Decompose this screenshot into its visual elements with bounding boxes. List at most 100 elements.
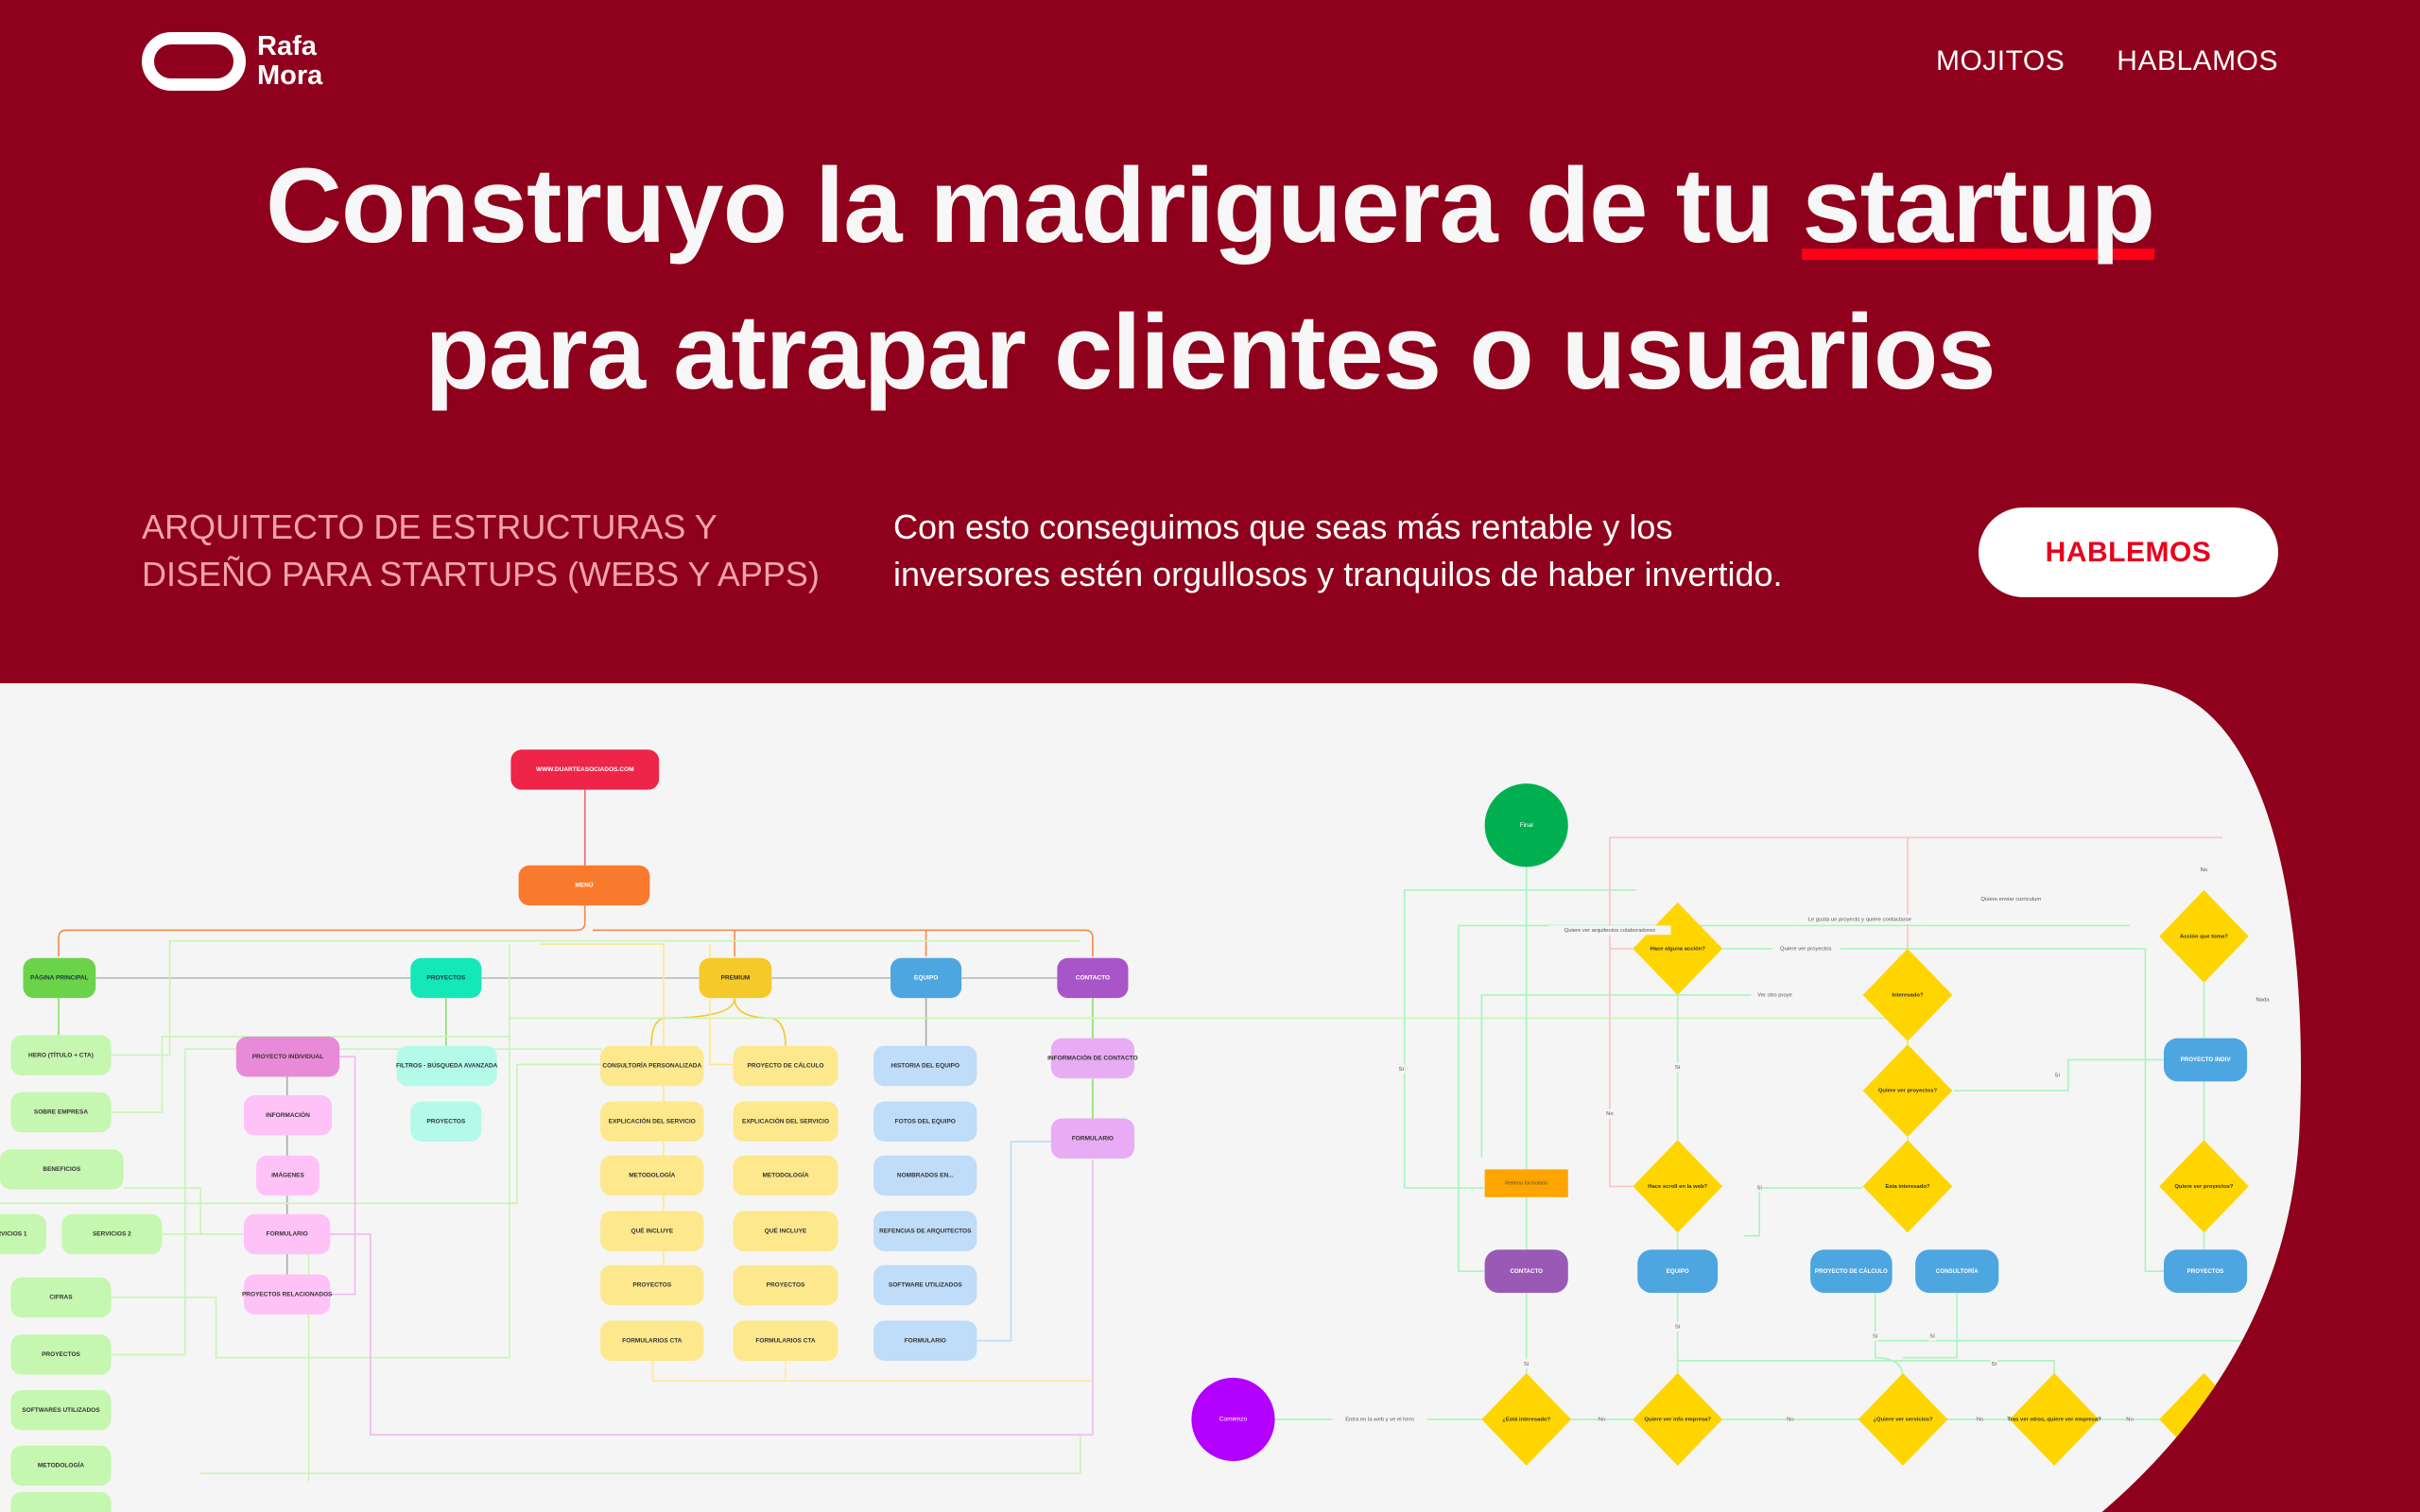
sitemap-node-label: PROYECTOS RELACIONADOS bbox=[242, 1291, 333, 1297]
sitemap-node-label: QUÉ INCLUYE bbox=[631, 1226, 674, 1234]
sitemap-node-label: FOTOS DEL EQUIPO bbox=[895, 1119, 956, 1125]
sitemap-node-label: FORMULARIOS CTA bbox=[622, 1337, 683, 1344]
flow-node-label: Quiere ver info empresa? bbox=[1644, 1418, 1711, 1423]
logo-mark-icon bbox=[142, 32, 246, 91]
flow-end-node bbox=[1484, 783, 1568, 868]
sitemap-node-label: METODOLOGÍA bbox=[762, 1171, 808, 1179]
sitemap-node bbox=[1050, 1118, 1134, 1160]
sitemap-node bbox=[600, 1320, 704, 1361]
flow-edge-label: No bbox=[1606, 1111, 1614, 1117]
logo[interactable]: Rafa Mora bbox=[142, 32, 322, 91]
sitemap-node bbox=[890, 957, 962, 999]
sitemap-node bbox=[23, 957, 96, 999]
flow-action-node bbox=[1484, 1169, 1568, 1197]
flow-edge-label: No bbox=[1787, 1418, 1794, 1423]
connector-menu-bus-right bbox=[592, 929, 1094, 957]
sitemap-node bbox=[733, 1320, 838, 1361]
sitemap-node bbox=[510, 749, 660, 790]
connector-pink bbox=[330, 1056, 1094, 1436]
sitemap-node-label: CONSULTORÍA PERSONALIZADA bbox=[602, 1061, 701, 1070]
flow-node-label: Hace alguna acción? bbox=[1651, 946, 1706, 952]
flow-decision-node bbox=[1633, 1373, 1723, 1467]
connector-blue bbox=[977, 1141, 1051, 1342]
edge-label-bg bbox=[1606, 1108, 1614, 1119]
sitemap-node bbox=[733, 1155, 838, 1196]
flow-node-label: PROYECTO INDIV bbox=[2181, 1057, 2232, 1063]
flow-edge-label: Entra en la web y ve el hero bbox=[1345, 1418, 1414, 1423]
page-title: Construyo la madriguera de tu startup pa… bbox=[0, 132, 2420, 425]
sitemap-node bbox=[600, 1264, 704, 1306]
flow-node-label: Final bbox=[1520, 822, 1534, 829]
flow-decision-node bbox=[1633, 1140, 1723, 1233]
brand-name-line1: Rafa bbox=[257, 31, 317, 61]
sitemap-node bbox=[410, 957, 482, 999]
brand-name-line2: Mora bbox=[257, 60, 323, 91]
description-line1: Con esto conseguimos que seas más rentab… bbox=[893, 507, 1673, 546]
sitemap-node-label: PÁGINA PRINCIPAL bbox=[30, 973, 89, 982]
sitemap-node-label: SOBRE EMPRESA bbox=[34, 1109, 88, 1116]
sitemap-node-label: FORMULARIOS CTA bbox=[755, 1337, 816, 1344]
flow-node-label: Hace scroll en la web? bbox=[1648, 1184, 1707, 1190]
sitemap-node bbox=[733, 1264, 838, 1306]
flow-edge-label: Sí bbox=[2055, 1073, 2061, 1078]
edge-label-bg bbox=[2256, 994, 2270, 1005]
nav-hablamos[interactable]: HABLAMOS bbox=[2117, 45, 2278, 77]
nav-mojitos[interactable]: MOJITOS bbox=[1935, 45, 2066, 77]
sitemap-node bbox=[243, 1274, 331, 1314]
edge-label-bg bbox=[2126, 1415, 2134, 1424]
flow-page-node bbox=[1915, 1249, 1999, 1294]
sitemap-node-label: SOFTWARES UTILIZADOS bbox=[22, 1407, 100, 1414]
sitemap-node-label: SERVICIOS 2 bbox=[93, 1231, 131, 1238]
connector-green bbox=[0, 939, 1899, 1482]
flow-edge-label: No bbox=[1599, 1418, 1606, 1423]
flow-edge-label: Sí bbox=[1929, 1333, 1935, 1339]
flow-page-node bbox=[2163, 1249, 2248, 1294]
hablemos-button[interactable]: HABLEMOS bbox=[1979, 507, 2278, 597]
flow-node-label: ¿Está interesado? bbox=[1502, 1418, 1550, 1423]
sitemap-node bbox=[873, 1320, 977, 1361]
subtitle-line1: ARQUITECTO DE ESTRUCTURAS Y bbox=[142, 507, 717, 546]
sitemap-node-label: FORMULARIO bbox=[267, 1231, 308, 1238]
edge-label-bg bbox=[1523, 1359, 1530, 1369]
flow-node-label: ¿Quiere ver servicios? bbox=[1873, 1418, 1933, 1423]
flow-node-label: Esta interesado? bbox=[1885, 1184, 1930, 1190]
sitemap-node bbox=[10, 1491, 112, 1512]
edge-label-bg bbox=[1990, 1359, 1997, 1369]
sitemap-node bbox=[873, 1264, 977, 1306]
flow-edge-label: No bbox=[2201, 868, 2208, 873]
flow-decision-node bbox=[1858, 1373, 1948, 1467]
sitemap-node bbox=[10, 1445, 112, 1486]
flow-page-node bbox=[1484, 1249, 1568, 1294]
description: Con esto conseguimos que seas más rentab… bbox=[893, 504, 1783, 598]
flow-page-node bbox=[2163, 1038, 2248, 1082]
flow-node-label: Comienzo bbox=[1219, 1417, 1248, 1423]
flow-node-label: CONTACTO bbox=[1510, 1268, 1543, 1275]
sitemap-node bbox=[873, 1101, 977, 1143]
flow-node-label: Acción que toma? bbox=[2180, 934, 2228, 939]
edge-label-bg bbox=[1548, 925, 1671, 936]
flow-edge-label: Sí bbox=[1756, 1186, 1762, 1192]
sitemap-node bbox=[1050, 1038, 1134, 1079]
flow-node-label: Rellena formulario bbox=[1505, 1181, 1547, 1187]
sitemap-node-label: NOMBRADOS EN... bbox=[897, 1173, 954, 1179]
flow-node-label: PROYECTOS bbox=[2187, 1268, 2224, 1275]
sitemap-node-label: METODOLOGÍA bbox=[38, 1461, 84, 1469]
sitemap-node-label: HISTORIA DEL EQUIPO bbox=[890, 1063, 959, 1070]
sitemap-node-label: PROYECTO DE CÁLCULO bbox=[748, 1061, 824, 1070]
flow-decision-node bbox=[1862, 1044, 1953, 1138]
sitemap-node-label: FORMULARIO bbox=[905, 1337, 946, 1344]
sitemap-node-label: REFENCIAS DE ARQUITECTOS bbox=[879, 1228, 972, 1234]
sitemap-node bbox=[10, 1334, 112, 1375]
flow-decision-node bbox=[1862, 948, 1953, 1041]
flow-edge-label: Sí bbox=[1992, 1362, 1997, 1367]
sitemap-node-label: EQUIPO bbox=[914, 975, 938, 982]
sitemap-node-label: METODOLOGÍA bbox=[629, 1171, 675, 1179]
sitemap-node bbox=[600, 1101, 704, 1143]
sitemap-node-label: QUÉ INCLUYE bbox=[765, 1226, 807, 1234]
sitemap-node-label: INFORMACIÓN bbox=[266, 1110, 310, 1119]
logo-text: Rafa Mora bbox=[257, 32, 322, 91]
sitemap-node bbox=[873, 1155, 977, 1196]
sitemap-node-label: HERO (TÍTULO + CTA) bbox=[28, 1050, 94, 1058]
sitemap-node-label: EXPLICACIÓN DEL SERVICIO bbox=[742, 1117, 829, 1125]
sitemap-node-label: PROYECTOS bbox=[426, 1119, 465, 1125]
